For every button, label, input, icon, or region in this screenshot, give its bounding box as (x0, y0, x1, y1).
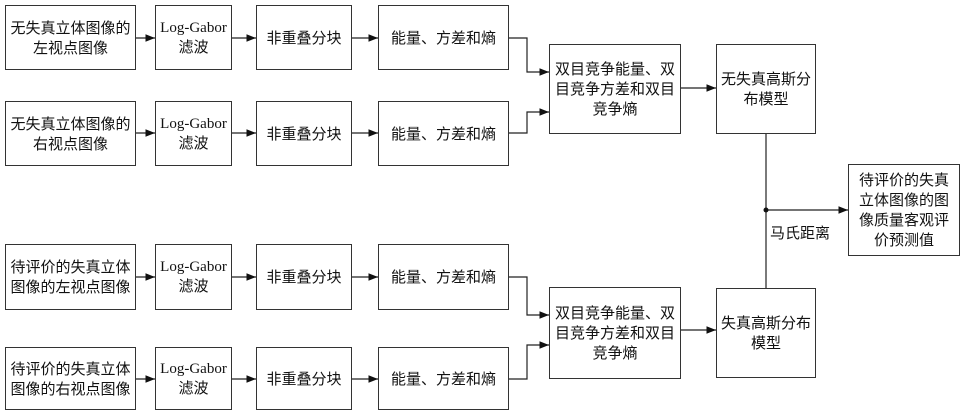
gaussian-model-undistorted-label: 无失真高斯分布模型 (721, 69, 811, 109)
loggabor-filter-2-label: Log-Gabor滤波 (160, 114, 227, 154)
feature-2-label: 能量、方差和熵 (391, 124, 496, 144)
block-split-4-label: 非重叠分块 (266, 369, 341, 389)
source-right-undistorted-label: 无失真立体图像的右视点图像 (10, 114, 131, 154)
mahalanobis-distance-label: 马氏距离 (770, 222, 830, 243)
feature-1: 能量、方差和熵 (378, 5, 509, 70)
feature-1-label: 能量、方差和熵 (391, 28, 496, 48)
binocular-rivalry-top: 双目竞争能量、双目竞争方差和双目竞争熵 (549, 44, 681, 134)
source-left-undistorted-label: 无失真立体图像的左视点图像 (10, 18, 131, 58)
loggabor-filter-4: Log-Gabor滤波 (155, 347, 232, 410)
block-split-3-label: 非重叠分块 (266, 267, 341, 287)
loggabor-filter-4-label: Log-Gabor滤波 (160, 359, 227, 399)
gaussian-model-distorted: 失真高斯分布模型 (716, 288, 816, 378)
quality-prediction-result: 待评价的失真立体图像的图像质量客观评价预测值 (848, 164, 960, 256)
feature-4-label: 能量、方差和熵 (391, 369, 496, 389)
loggabor-filter-1: Log-Gabor滤波 (155, 5, 232, 70)
loggabor-filter-1-label: Log-Gabor滤波 (160, 18, 227, 58)
gaussian-model-undistorted: 无失真高斯分布模型 (716, 44, 816, 134)
arrow-r2-feature-binocular (509, 112, 549, 133)
source-right-distorted-label: 待评价的失真立体图像的右视点图像 (10, 359, 131, 399)
arrow-r3-feature-binocular (509, 277, 549, 315)
feature-3-label: 能量、方差和熵 (391, 267, 496, 287)
binocular-rivalry-top-label: 双目竞争能量、双目竞争方差和双目竞争熵 (554, 59, 676, 119)
loggabor-filter-2: Log-Gabor滤波 (155, 101, 232, 166)
junction-dot (764, 208, 769, 213)
source-left-distorted-label: 待评价的失真立体图像的左视点图像 (10, 257, 131, 297)
source-left-undistorted: 无失真立体图像的左视点图像 (5, 5, 136, 70)
gaussian-model-distorted-label: 失真高斯分布模型 (721, 313, 811, 353)
feature-2: 能量、方差和熵 (378, 101, 509, 166)
block-split-1-label: 非重叠分块 (266, 28, 341, 48)
source-right-undistorted: 无失真立体图像的右视点图像 (5, 101, 136, 166)
block-split-4: 非重叠分块 (256, 347, 352, 410)
arrow-r1-feature-binocular (509, 38, 549, 72)
binocular-rivalry-bottom-label: 双目竞争能量、双目竞争方差和双目竞争熵 (554, 303, 676, 363)
block-split-2-label: 非重叠分块 (266, 124, 341, 144)
arrow-r4-feature-binocular (509, 345, 549, 379)
source-left-distorted: 待评价的失真立体图像的左视点图像 (5, 244, 136, 310)
binocular-rivalry-bottom: 双目竞争能量、双目竞争方差和双目竞争熵 (549, 287, 681, 379)
feature-3: 能量、方差和熵 (378, 244, 509, 310)
source-right-distorted: 待评价的失真立体图像的右视点图像 (5, 347, 136, 410)
feature-4: 能量、方差和熵 (378, 347, 509, 410)
block-split-3: 非重叠分块 (256, 244, 352, 310)
loggabor-filter-3-label: Log-Gabor滤波 (160, 257, 227, 297)
block-split-1: 非重叠分块 (256, 5, 352, 70)
loggabor-filter-3: Log-Gabor滤波 (155, 244, 232, 310)
block-split-2: 非重叠分块 (256, 101, 352, 166)
quality-prediction-result-label: 待评价的失真立体图像的图像质量客观评价预测值 (853, 170, 955, 250)
